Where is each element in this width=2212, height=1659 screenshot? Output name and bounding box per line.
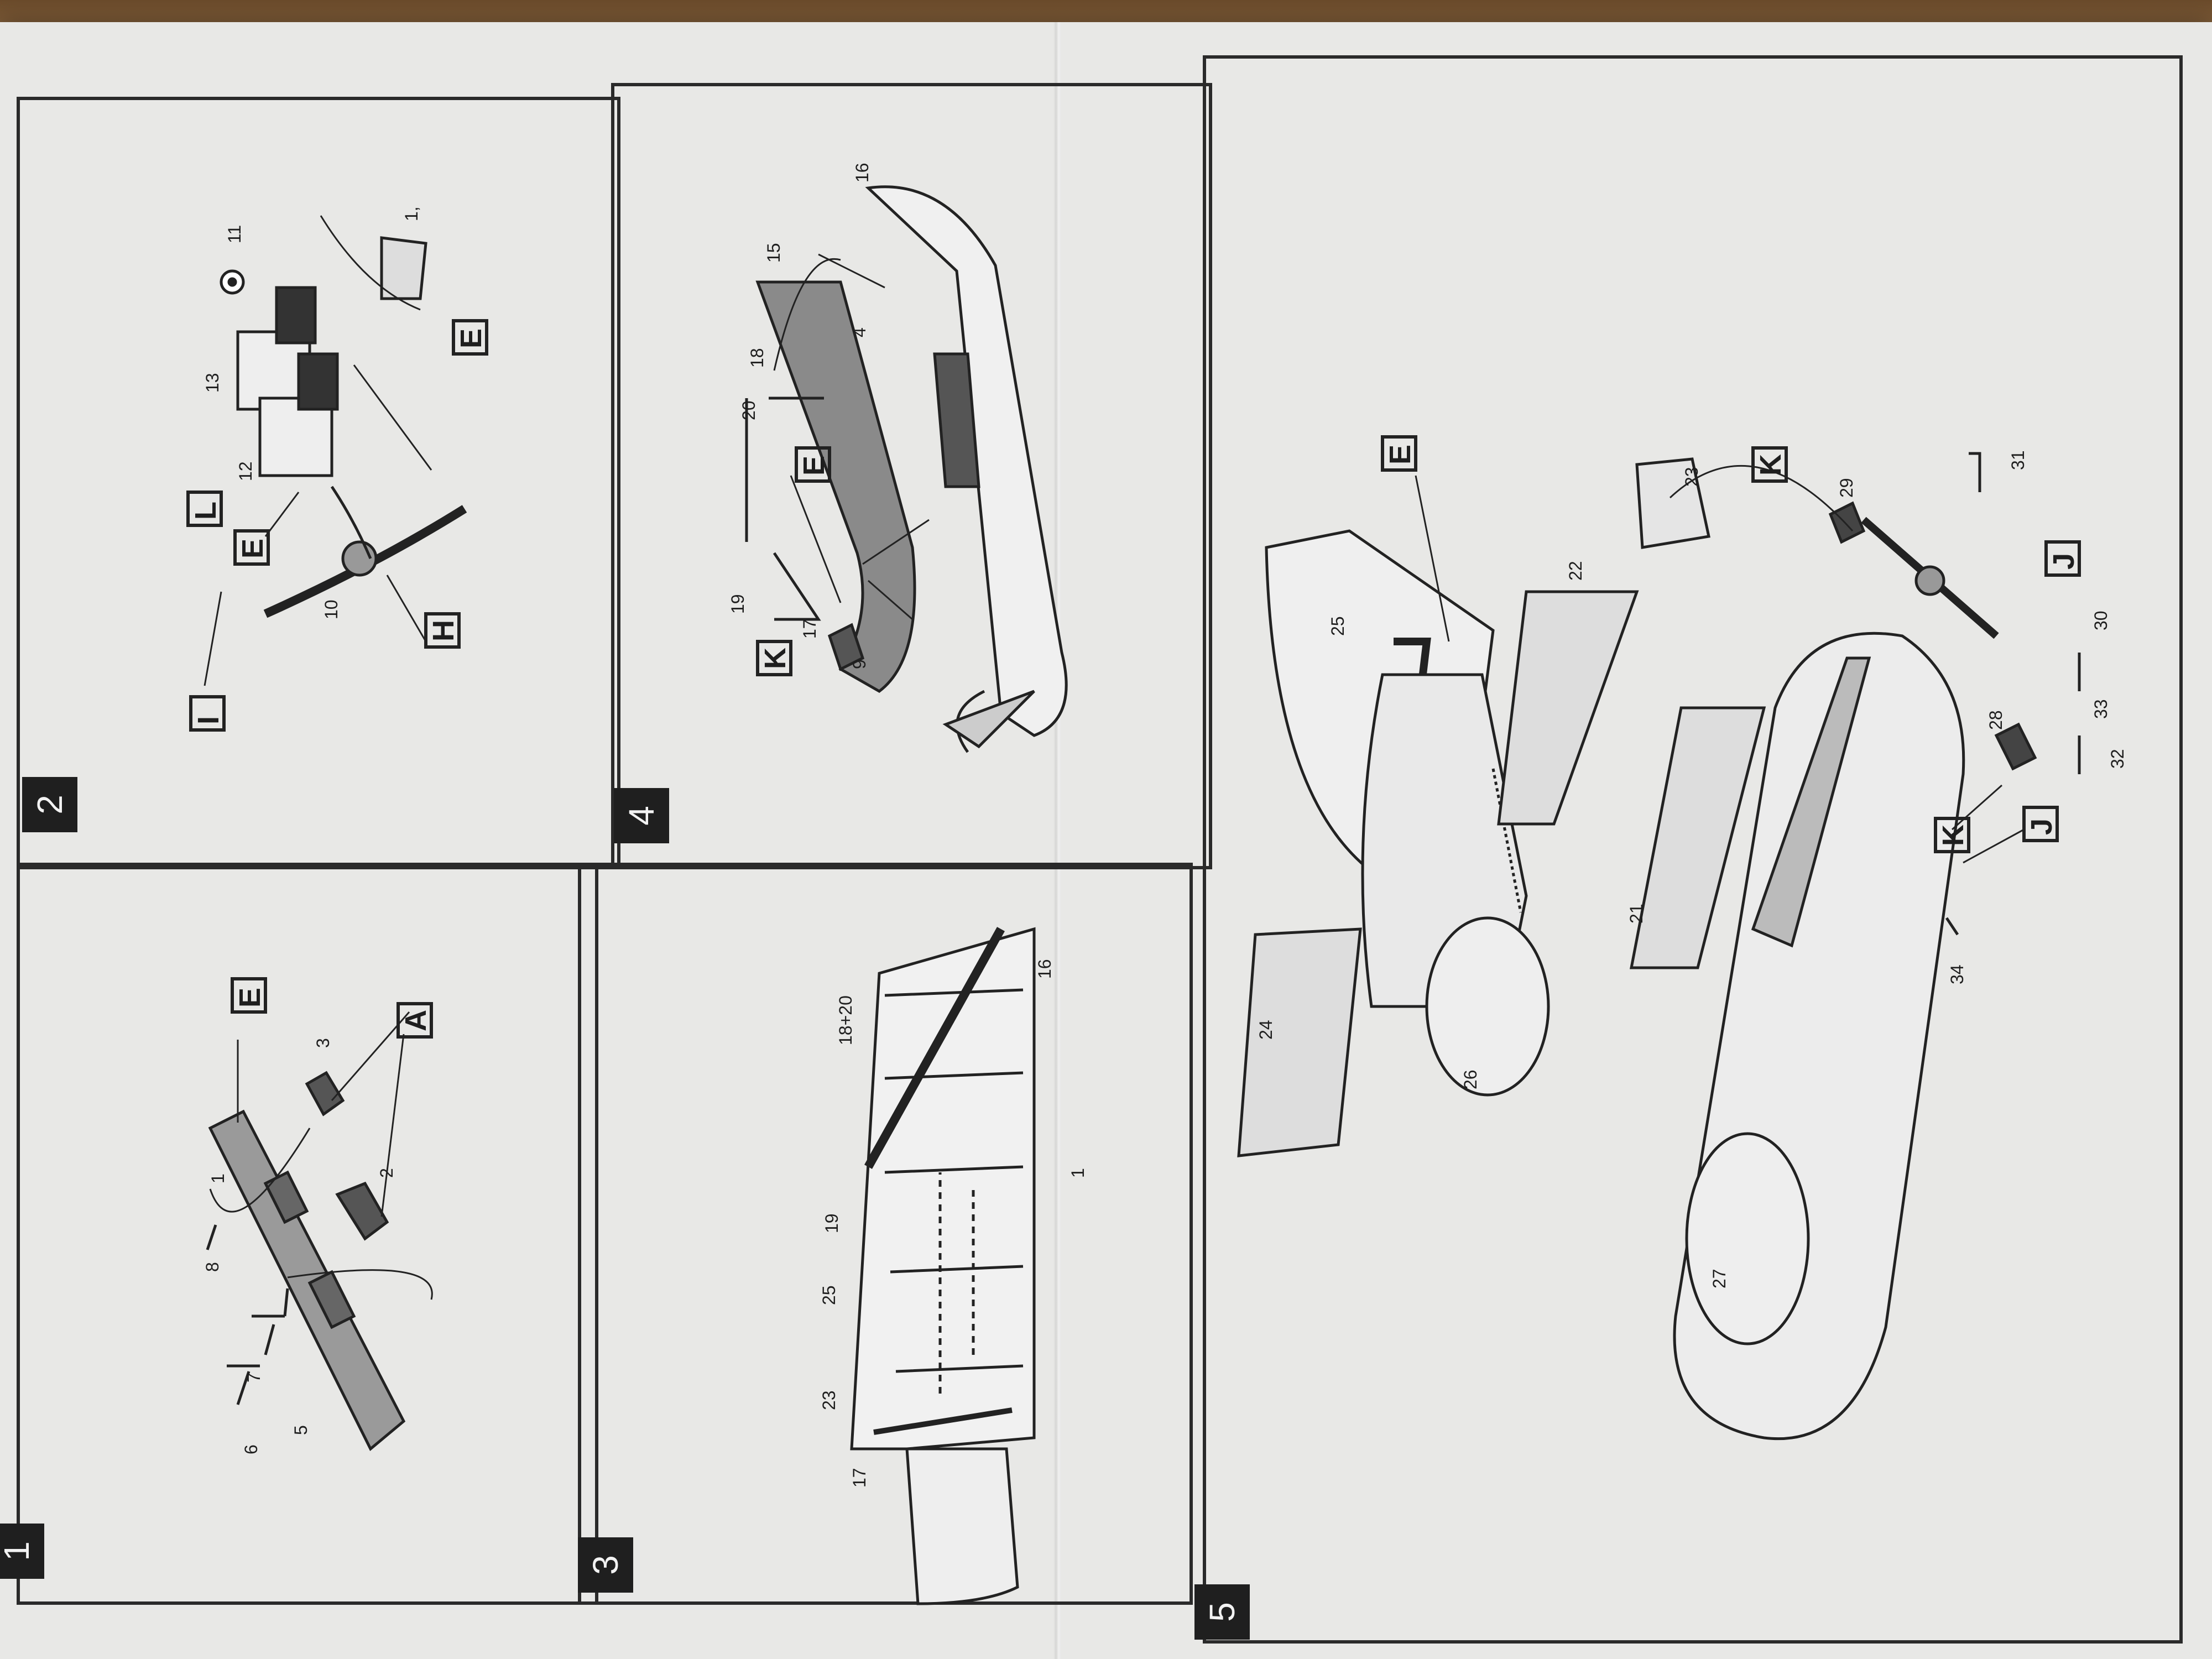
step2-ref-L: L	[186, 491, 223, 527]
part-label: 18+20	[836, 995, 855, 1045]
part-label: 8	[202, 1262, 222, 1272]
step-number-badge: 1	[0, 1524, 44, 1579]
svg-text:E: E	[236, 539, 269, 559]
part-label: 19	[822, 1213, 842, 1233]
svg-text:E: E	[455, 328, 488, 348]
step5-ref-E: E	[1381, 435, 1417, 472]
panel-step-5	[1203, 55, 2183, 1644]
svg-text:E: E	[1384, 445, 1417, 465]
paper-fold	[1053, 22, 1061, 1659]
part-label: 15	[764, 243, 784, 263]
part-label: 20	[739, 400, 759, 420]
step2-drawing	[204, 215, 467, 686]
step1-ref-E: E	[231, 977, 267, 1014]
svg-text:E: E	[233, 988, 267, 1008]
step-number-badge: 4	[614, 788, 669, 843]
step4-ref-K: K	[756, 640, 792, 676]
part-label: 7	[244, 1373, 264, 1383]
step2-ref-I: I	[189, 695, 226, 732]
step5-ref-J: J	[2044, 540, 2081, 577]
part-label: 19	[728, 594, 748, 614]
step1-drawing	[206, 1011, 433, 1451]
part-label: 30	[2091, 611, 2111, 630]
part-label: 13	[202, 373, 222, 393]
part-label: 33	[2091, 699, 2111, 719]
part-label: 17	[800, 619, 820, 639]
cockpit-floor-part	[208, 1109, 406, 1451]
part-label: 25	[819, 1285, 839, 1305]
step4-drawing	[745, 185, 1068, 753]
part-label: 5	[291, 1425, 311, 1435]
panel-step-1	[17, 863, 598, 1605]
part-label: 1,	[401, 206, 421, 221]
svg-text:K: K	[1754, 454, 1787, 476]
part-label: 16	[1035, 959, 1055, 979]
part-label: 3	[313, 1038, 333, 1048]
step5-drawing	[1237, 452, 2081, 1441]
panel-step-3	[578, 863, 1193, 1605]
svg-text:J: J	[2047, 553, 2080, 570]
svg-text:A: A	[399, 1010, 432, 1031]
part-label: 22	[1566, 561, 1585, 581]
part-label: 10	[321, 599, 341, 619]
part-label: 32	[2107, 749, 2127, 769]
svg-text:J: J	[2025, 818, 2058, 835]
part-label: 31	[2008, 450, 2028, 470]
part-label: 1	[208, 1173, 228, 1183]
panel-step-2	[17, 97, 620, 869]
part-label: 34	[1947, 964, 1967, 984]
part-label: 11	[225, 225, 244, 243]
svg-text:K: K	[759, 648, 792, 669]
step4-ref-E: E	[795, 446, 831, 483]
step5-ref-J2: J	[2022, 806, 2059, 842]
part-label: 23	[1682, 467, 1702, 487]
step1-ref-A: A	[397, 1002, 433, 1039]
part-label: 26	[1460, 1070, 1480, 1089]
svg-text:H: H	[427, 620, 460, 641]
step3-drawing	[850, 927, 1036, 1605]
part-label: 1	[1068, 1168, 1088, 1178]
svg-text:E: E	[797, 456, 831, 476]
part-label: 27	[1709, 1269, 1729, 1288]
part-label: 4	[849, 327, 869, 337]
part-label: 2	[377, 1168, 397, 1178]
step5-ref-K2: K	[1934, 817, 1970, 853]
part-label: 25	[1328, 616, 1348, 636]
svg-text:L: L	[189, 502, 222, 520]
step-number-badge: 2	[22, 777, 77, 832]
part-label: 16	[852, 163, 872, 182]
part-label: 9	[849, 659, 869, 669]
part-label: 12	[236, 461, 255, 481]
step2-ref-E2: E	[452, 319, 488, 356]
part-label: 28	[1986, 710, 2006, 730]
part-label: 6	[241, 1444, 261, 1454]
panel-step-4	[611, 83, 1212, 869]
part-label: 17	[849, 1468, 869, 1488]
step2-ref-E: E	[233, 529, 270, 566]
svg-text:I: I	[192, 716, 225, 724]
part-label: 23	[819, 1390, 839, 1410]
svg-text:K: K	[1937, 825, 1970, 846]
step-number-badge: 3	[578, 1537, 633, 1593]
part-label: 29	[1837, 478, 1856, 498]
part-label: 18	[747, 348, 767, 368]
part-label: 24	[1256, 1020, 1276, 1040]
step5-ref-K: K	[1751, 446, 1788, 483]
step2-ref-H: H	[424, 612, 461, 649]
step-number-badge: 5	[1194, 1584, 1250, 1640]
part-label: 21	[1626, 904, 1646, 924]
